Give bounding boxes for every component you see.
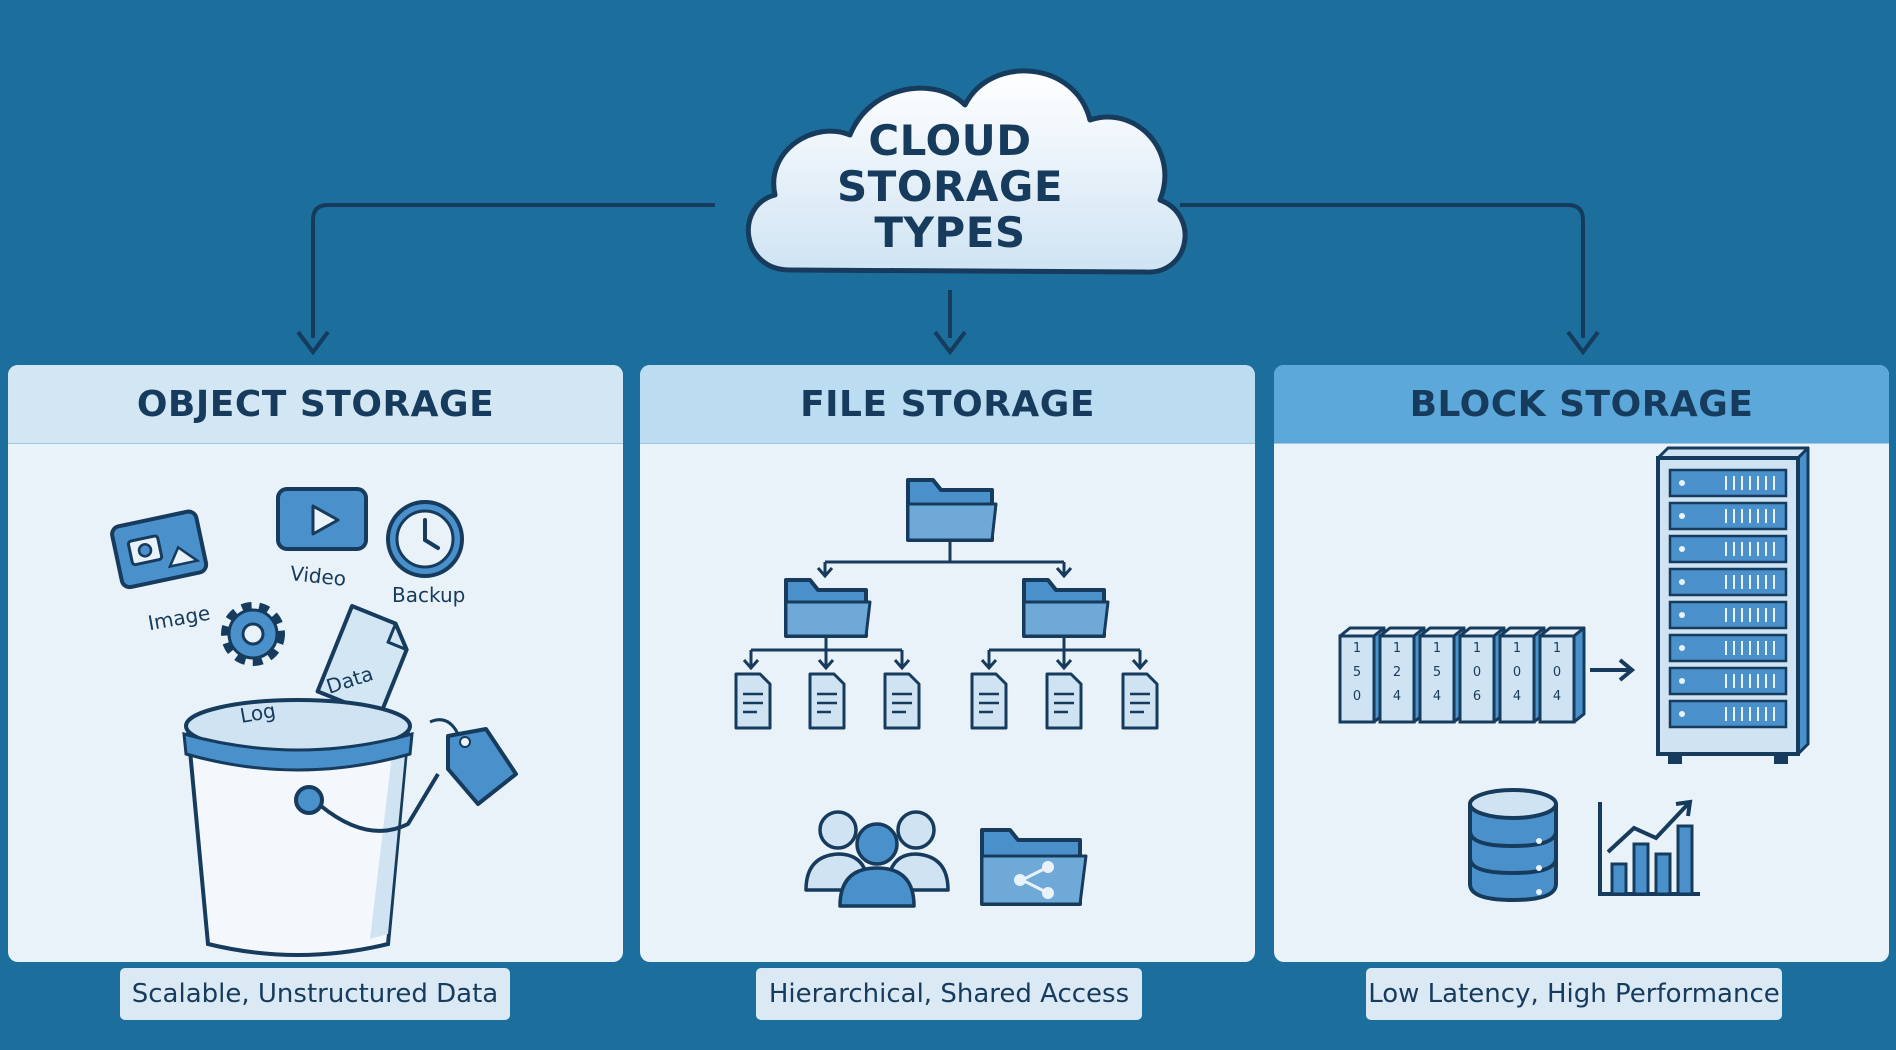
file-storage-heading: FILE STORAGE	[640, 365, 1255, 444]
document-icon	[734, 672, 772, 730]
block-storage-heading: BLOCK STORAGE	[1274, 365, 1889, 444]
title-line: CLOUD	[868, 116, 1032, 165]
arrow-to-file-storage	[933, 290, 967, 356]
video-icon	[276, 487, 368, 551]
block-storage-caption: Low Latency, High Performance	[1366, 968, 1782, 1020]
arrow-to-object-storage	[296, 203, 715, 356]
image-icon	[110, 509, 209, 590]
object-storage-illustration: Image Video Backup	[8, 444, 623, 962]
server-rack-icon	[1656, 446, 1810, 764]
document-icon	[808, 672, 846, 730]
image-label: Image	[146, 601, 212, 636]
cloud-shape	[745, 68, 1188, 275]
performance-chart-icon	[1598, 799, 1700, 896]
video-label: Video	[289, 561, 347, 591]
users-group-icon	[804, 810, 950, 908]
data-file-icon	[315, 604, 409, 719]
database-icon	[1468, 788, 1558, 903]
file-storage-caption: Hierarchical, Shared Access	[756, 968, 1142, 1020]
backup-label: Backup	[392, 583, 465, 607]
root-folder-icon	[906, 478, 998, 542]
backup-clock-icon	[386, 500, 464, 578]
left-folder-icon	[784, 578, 872, 638]
tag-icon	[429, 718, 518, 806]
document-icon	[1121, 672, 1159, 730]
subtree-connectors	[742, 638, 1149, 671]
right-folder-icon	[1022, 578, 1110, 638]
arrow-to-block-storage	[1180, 203, 1600, 356]
shared-folder-icon	[980, 828, 1088, 906]
object-storage-heading: OBJECT STORAGE	[8, 365, 623, 444]
file-storage-illustration	[640, 444, 1255, 962]
document-icon	[883, 672, 921, 730]
title-line: TYPES	[874, 208, 1026, 257]
arrow-right-icon	[1590, 658, 1636, 682]
bucket-icon	[182, 698, 440, 957]
object-storage-panel: OBJECT STORAGE Image Video	[8, 365, 623, 962]
gear-icon	[221, 602, 285, 666]
title-line: STORAGE	[836, 162, 1064, 211]
document-icon	[1045, 672, 1083, 730]
document-icon	[970, 672, 1008, 730]
object-storage-caption: Scalable, Unstructured Data	[120, 968, 510, 1020]
diagram-title: CLOUD STORAGE TYPES	[770, 118, 1130, 256]
tree-connector	[816, 542, 1073, 579]
file-storage-panel: FILE STORAGE	[640, 365, 1255, 962]
